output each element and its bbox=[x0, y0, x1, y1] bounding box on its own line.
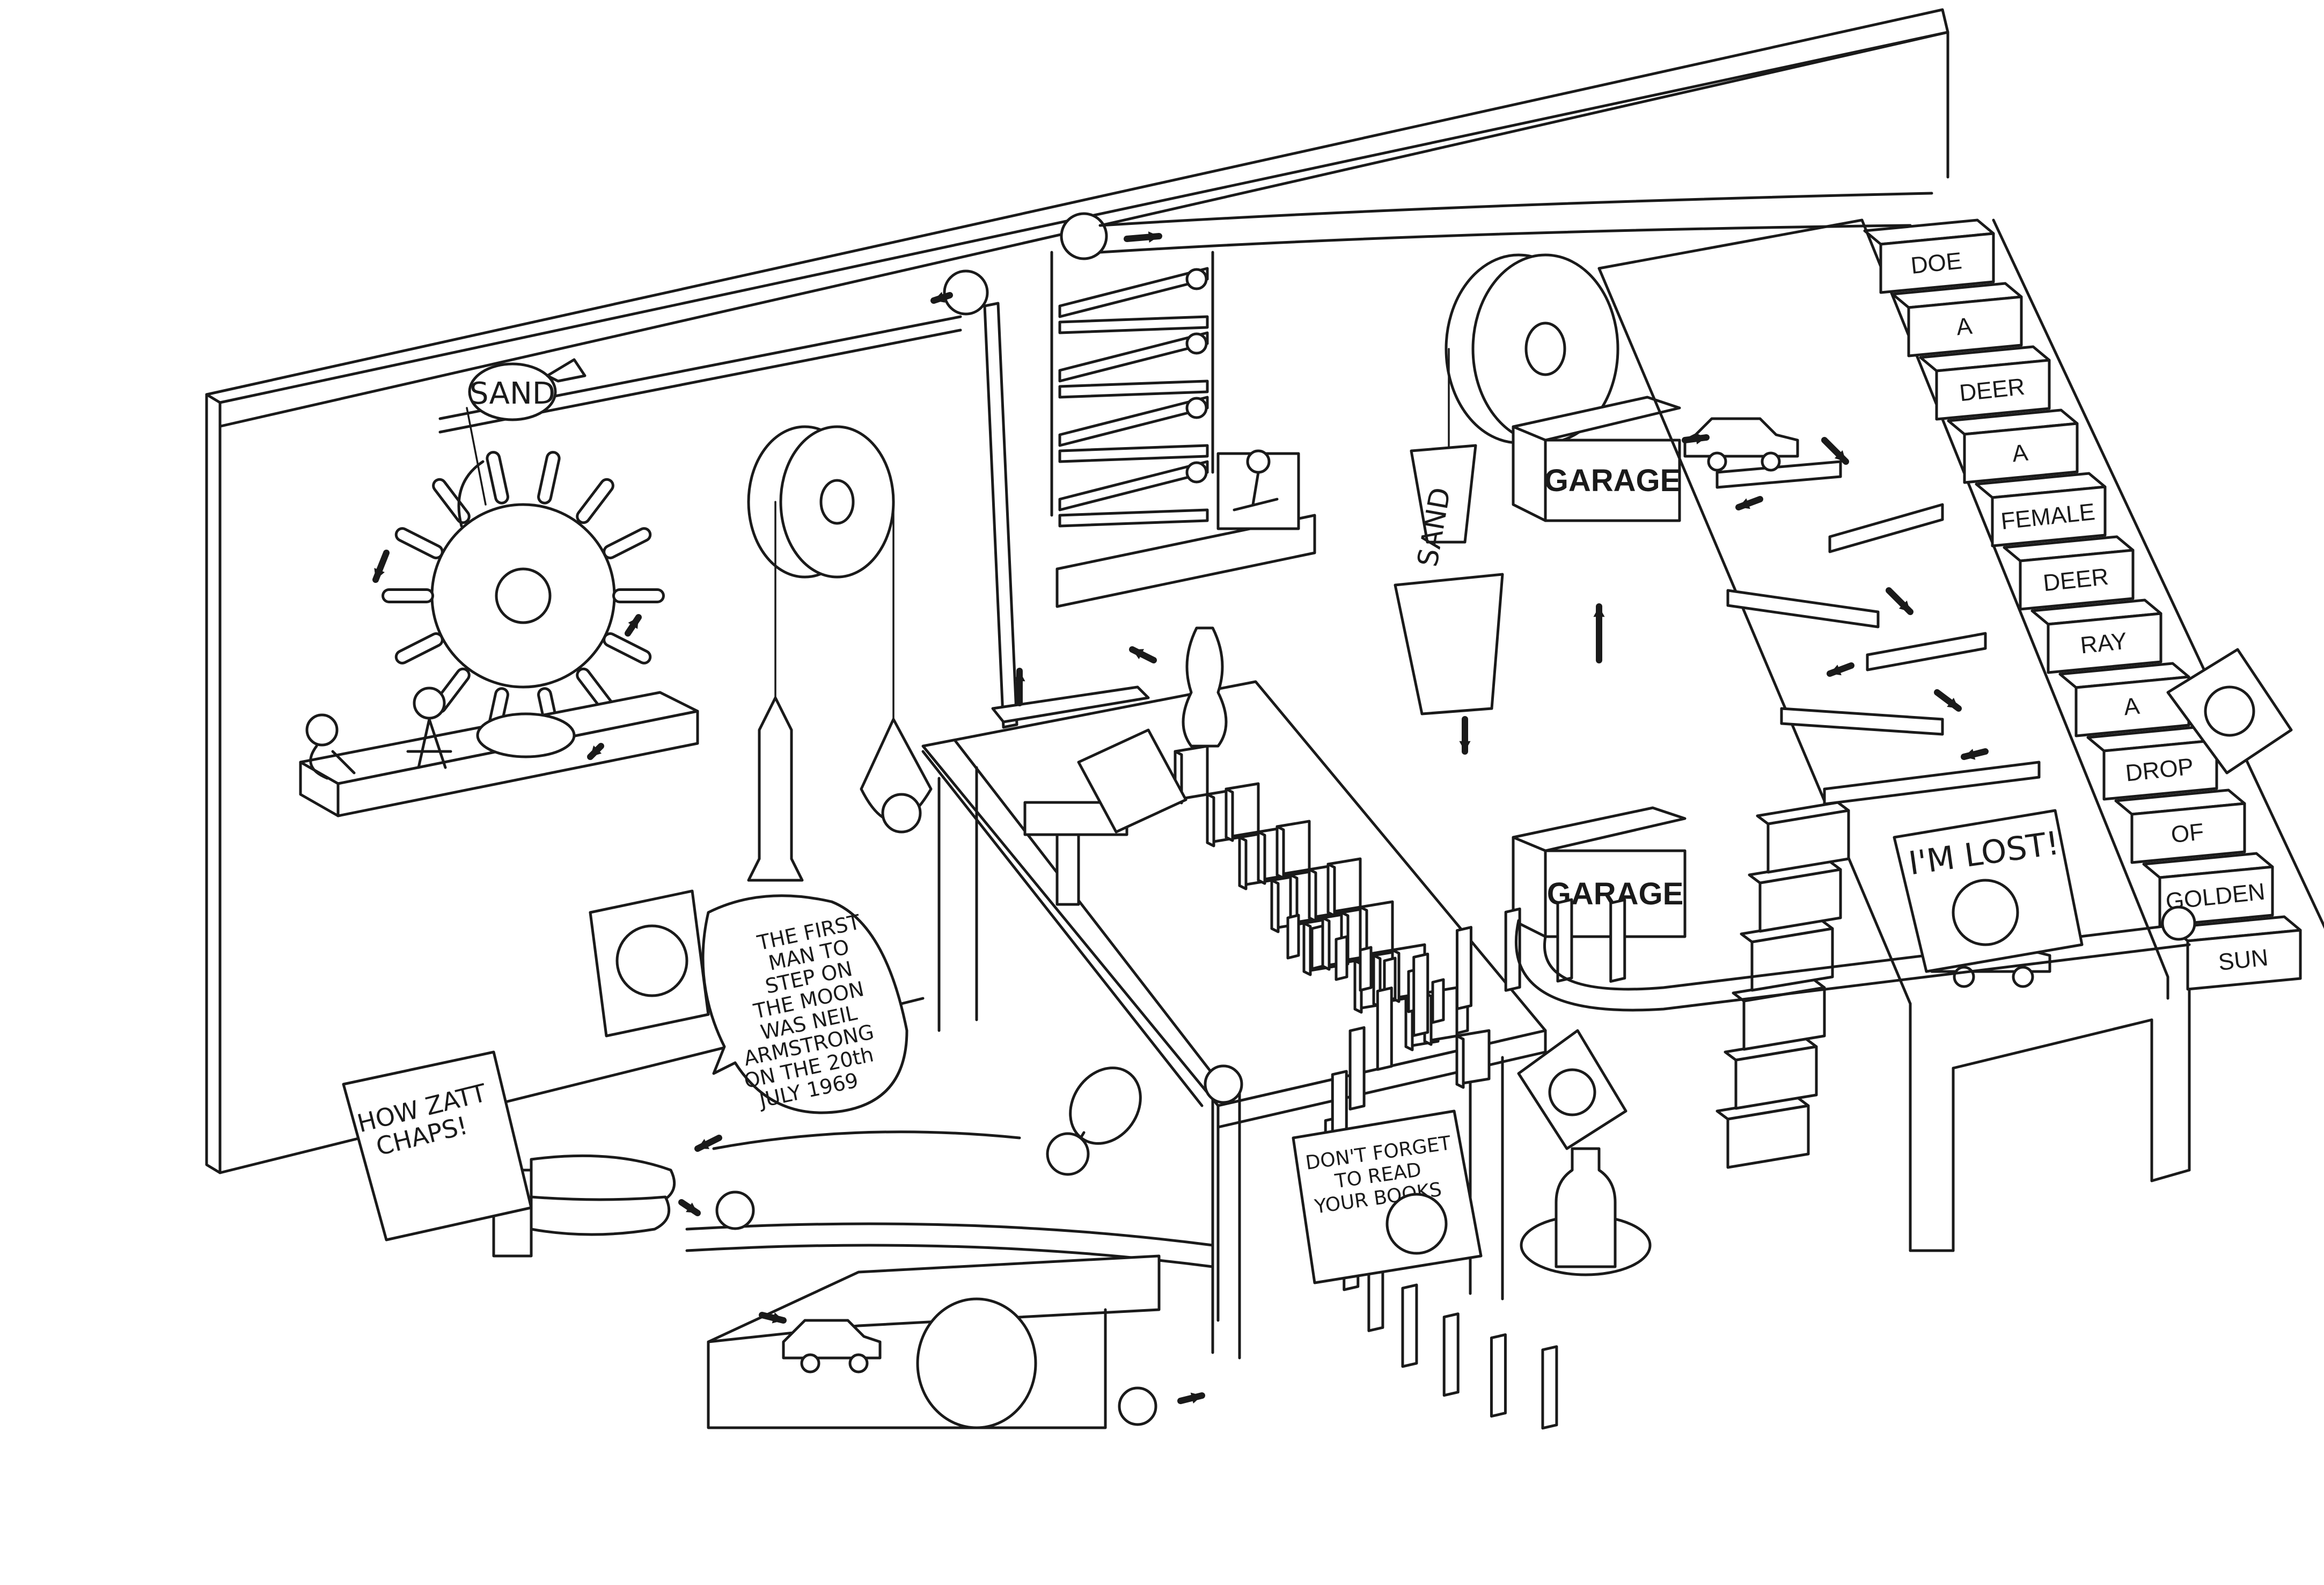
stair-word: A bbox=[2011, 440, 2029, 468]
ramp-platform bbox=[1597, 218, 2191, 1252]
kids-platform bbox=[299, 686, 699, 817]
ladder-frame bbox=[1050, 192, 1933, 608]
garage-top-label: GARAGE bbox=[1544, 463, 1681, 498]
car bbox=[782, 1319, 882, 1374]
tennis-racket bbox=[1046, 1067, 1142, 1176]
marble-chute bbox=[921, 739, 1243, 1360]
poster-sketch bbox=[1077, 728, 1187, 834]
rocket-pulley bbox=[747, 425, 933, 882]
stair-word: RAY bbox=[2079, 628, 2129, 659]
poster-lost: I'M LOST! bbox=[1893, 809, 2084, 973]
car-top bbox=[1683, 417, 1799, 472]
lower-track bbox=[685, 1130, 1214, 1268]
stair-word: SUN bbox=[2217, 944, 2270, 975]
tall-post bbox=[943, 269, 1150, 729]
sand-bag: SAND bbox=[438, 315, 962, 506]
poster-girl bbox=[2166, 648, 2293, 775]
bottom-ramp bbox=[707, 1254, 1161, 1429]
sand-bag-label: SAND bbox=[470, 376, 555, 411]
stair-word: A bbox=[2122, 693, 2141, 721]
bottle bbox=[1520, 1147, 1652, 1276]
garage-top: GARAGE bbox=[1512, 396, 1681, 522]
motion-arrows bbox=[372, 231, 1989, 1404]
stair-word: OF bbox=[2170, 819, 2205, 848]
poster-man bbox=[1517, 1029, 1627, 1150]
stair-word: A bbox=[1955, 313, 1974, 341]
garage-bottom: GARAGE bbox=[1512, 806, 1687, 938]
big-pulley: SAND bbox=[1394, 253, 1619, 753]
stair-word: DOE bbox=[1910, 247, 1963, 279]
